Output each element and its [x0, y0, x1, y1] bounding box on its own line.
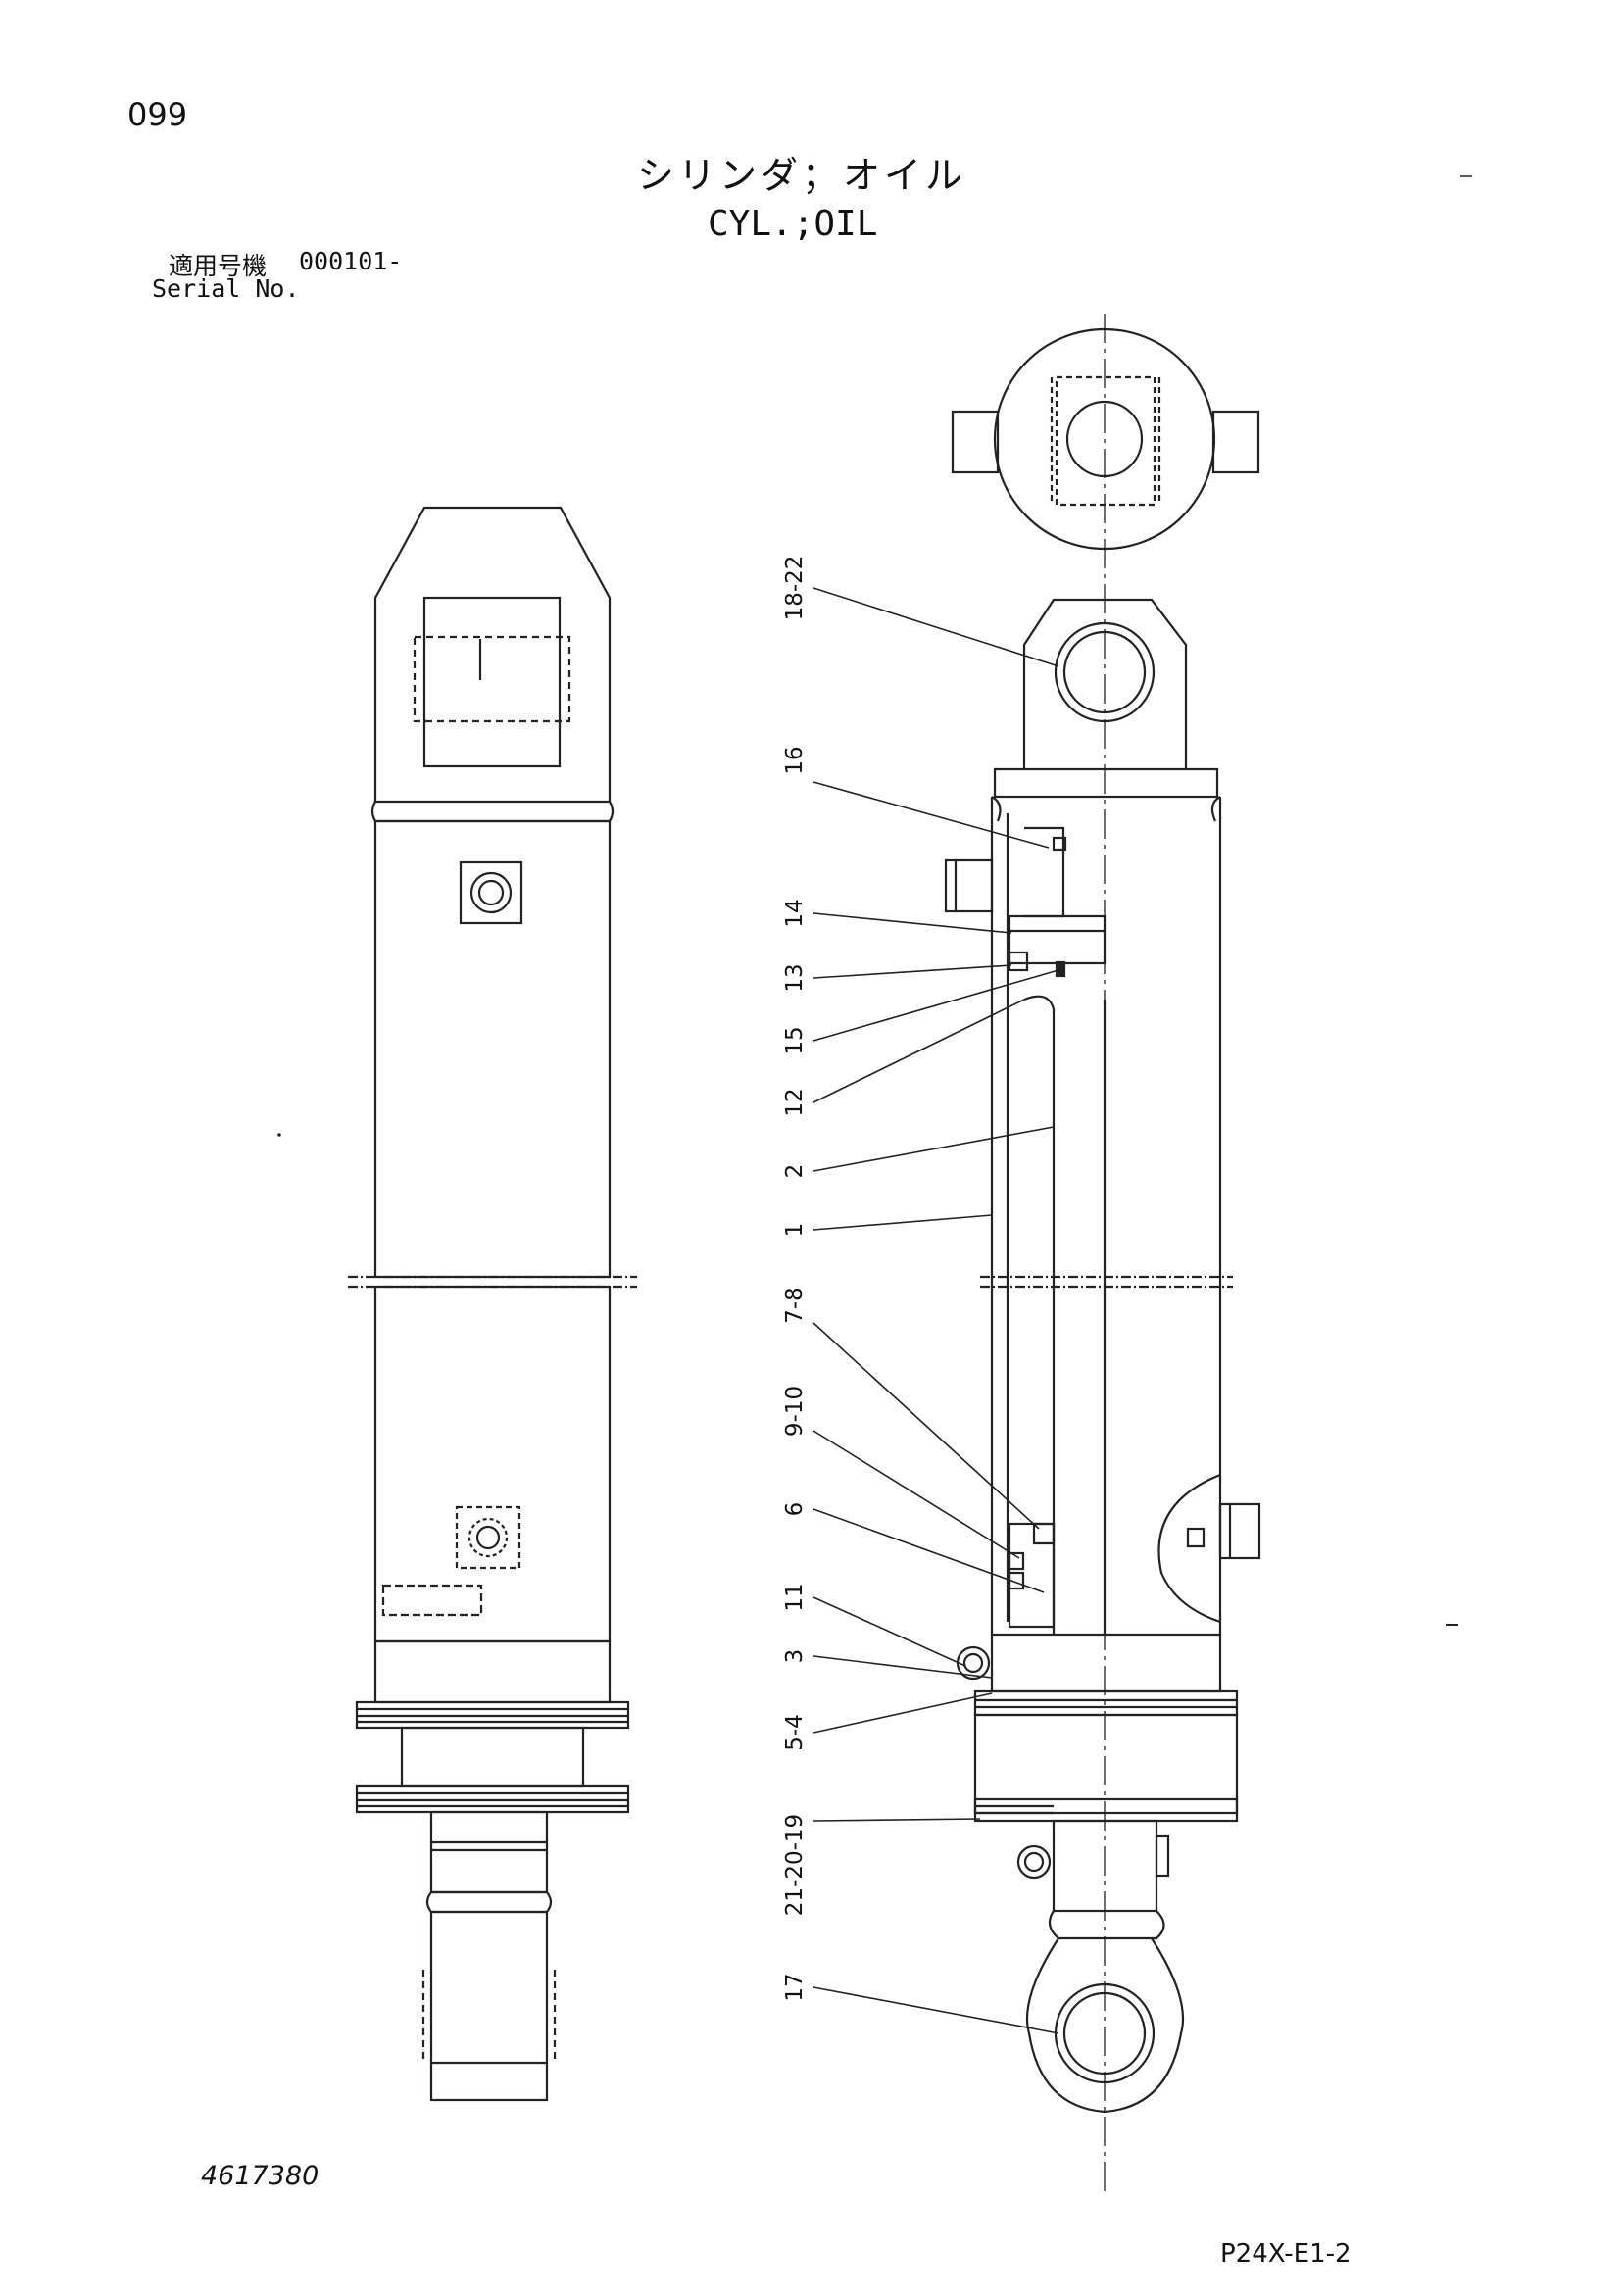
leader-6	[812, 1508, 1045, 1593]
serial-value: 000101-	[299, 247, 403, 275]
barrel-lower	[373, 1285, 612, 1643]
page-code: P24X-E1-2	[1220, 2239, 1352, 2269]
piston-ring	[1055, 960, 1066, 978]
leader-17	[812, 1986, 1059, 2034]
rod-clip-inner	[1023, 1851, 1045, 1873]
head-weld-right	[1210, 796, 1221, 822]
leader-1	[812, 1214, 993, 1231]
section-gland-collar	[973, 1713, 1239, 1815]
leader-5-4	[812, 1692, 993, 1734]
gland-collar	[400, 1726, 585, 1788]
rod-eye-outline	[1025, 1937, 1185, 2114]
lower-port-ring	[468, 1517, 509, 1558]
leader-11	[812, 1596, 966, 1667]
gland-clip-inner	[962, 1652, 984, 1674]
rod-left-edge	[1023, 995, 1056, 1635]
upper-port-ring	[469, 871, 513, 914]
page-number: 099	[127, 96, 188, 133]
leader-15	[812, 969, 1059, 1042]
lower-port-boss	[1218, 1502, 1261, 1560]
callout-14: 14	[782, 899, 808, 927]
piston-seal	[1008, 951, 1029, 972]
gland-bushing	[1008, 1522, 1056, 1629]
title-english: CYL.;OIL	[708, 204, 878, 244]
section-gland-nut-upper	[973, 1689, 1239, 1717]
rod-weld	[1048, 1910, 1165, 1940]
section-gland-body	[990, 1633, 1222, 1693]
scan-dot	[277, 1133, 281, 1137]
external-view	[348, 506, 637, 2102]
head-weld-band	[370, 800, 615, 823]
lower-port-hidden	[455, 1505, 521, 1570]
lower-port-bore	[475, 1525, 501, 1550]
head-flange	[993, 767, 1219, 799]
head-weld-left	[991, 796, 1002, 822]
leader-14	[812, 912, 1012, 934]
callout-18-22: 18-22	[782, 556, 808, 621]
lower-port-cutaway	[1157, 1473, 1221, 1624]
end-view-lug-left	[951, 410, 1000, 474]
end-view-lug-right	[1211, 410, 1260, 474]
section-head-clevis	[1022, 598, 1188, 769]
head-slot	[422, 596, 562, 768]
callout-16: 16	[782, 746, 808, 774]
callout-17: 17	[782, 1973, 808, 2001]
callout-15: 15	[782, 1026, 808, 1054]
leader-21-20-19	[812, 1818, 981, 1822]
barrel-upper	[373, 819, 612, 1279]
upper-port-bore	[477, 879, 505, 906]
callout-11: 11	[782, 1583, 808, 1611]
callout-3: 3	[782, 1649, 808, 1664]
leader-12	[812, 999, 1025, 1103]
leader-lines	[812, 587, 1059, 2034]
section-upper-port	[944, 858, 994, 913]
rod-guide	[1155, 1834, 1170, 1878]
gland-body	[373, 1639, 612, 1704]
leader-16	[812, 781, 1050, 849]
serial-label-japanese: 適用号機	[169, 252, 268, 280]
serial-label-english: Serial No.	[152, 274, 300, 303]
piston-nut	[1052, 836, 1067, 852]
rod-eye-end	[429, 1910, 549, 2102]
piston-body	[1008, 914, 1107, 965]
callout-21-20-19: 21-20-19	[782, 1814, 808, 1916]
leader-7-8	[812, 1322, 1040, 1530]
rod-clip	[1016, 1844, 1052, 1880]
nameplate-outline	[381, 1584, 483, 1617]
rod-weld-band	[425, 1890, 553, 1914]
leader-18-22	[812, 587, 1059, 667]
callout-7-8: 7-8	[782, 1287, 808, 1324]
callout-13: 13	[782, 963, 808, 992]
leader-3	[812, 1655, 993, 1679]
callout-12: 12	[782, 1088, 808, 1116]
section-gland-nut-lower	[973, 1797, 1239, 1823]
callout-2: 2	[782, 1164, 808, 1179]
head-pin-bore-outer	[1054, 621, 1156, 723]
callout-5-4: 5-4	[782, 1714, 808, 1751]
head-clevis	[373, 506, 612, 802]
title-japanese: シリンダ；オイル	[637, 154, 967, 197]
drawing-number: 4617380	[201, 2161, 320, 2191]
rod-eye-bore-inner	[1062, 1991, 1147, 2076]
leader-13	[812, 964, 1012, 979]
gland-seal-a	[1032, 1522, 1056, 1545]
callout-9-10: 9-10	[782, 1386, 808, 1437]
head-slot-hidden	[413, 635, 571, 723]
callout-6: 6	[782, 1502, 808, 1517]
gland-seal-b	[1008, 1551, 1025, 1571]
section-view	[944, 314, 1261, 2195]
piston-cushion	[1024, 826, 1065, 918]
callout-1: 1	[782, 1223, 808, 1238]
leader-9-10	[812, 1430, 1020, 1559]
upper-port	[459, 860, 523, 925]
leader-2	[812, 1126, 1055, 1172]
lower-port-seal	[1186, 1527, 1206, 1548]
end-view-slot	[1055, 375, 1156, 507]
head-pin-bore-inner	[1062, 630, 1147, 714]
rod-upper	[429, 1810, 549, 1894]
